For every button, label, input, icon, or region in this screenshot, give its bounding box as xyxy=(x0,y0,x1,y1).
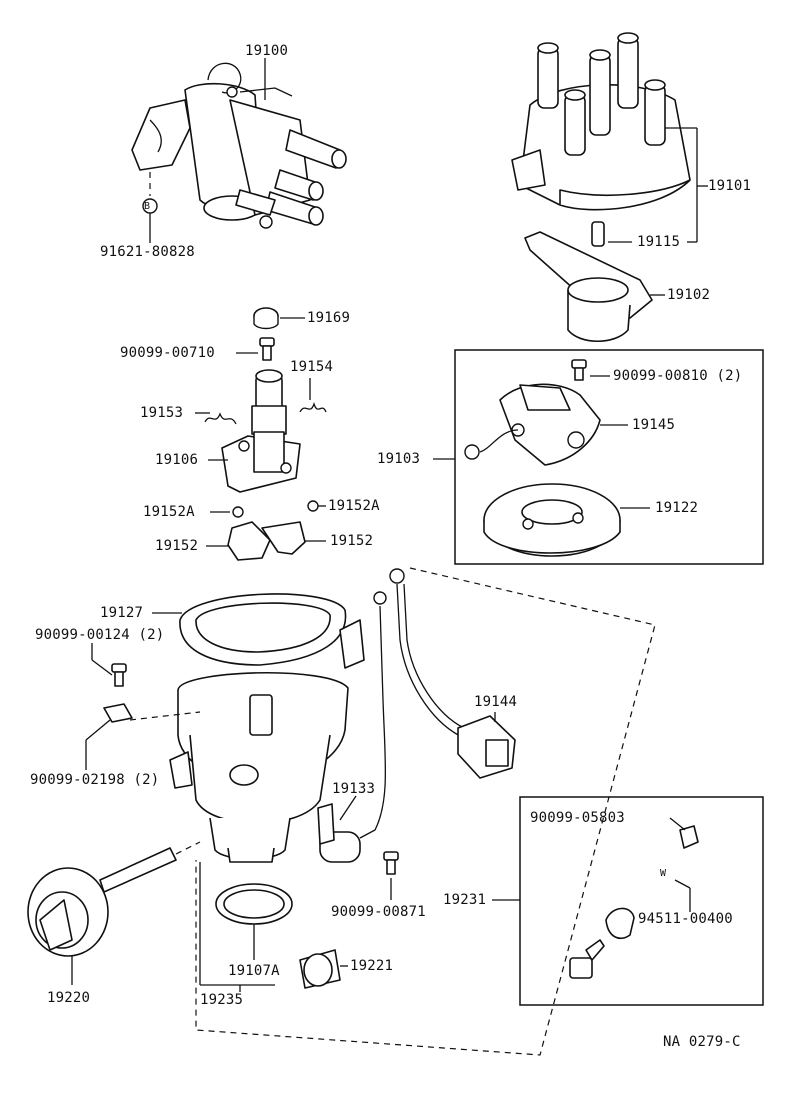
label-19106: 19106 xyxy=(155,452,199,468)
wire-terminal xyxy=(389,568,405,584)
breaker-19145 xyxy=(499,383,601,466)
washer-94511-00400 xyxy=(605,907,635,939)
label-19144: 19144 xyxy=(474,694,518,710)
label-94511-00400: 94511-00400 xyxy=(638,911,733,927)
label-19127: 19127 xyxy=(100,605,144,621)
callout-w: W xyxy=(660,868,667,879)
screw-90099-00710 xyxy=(259,337,275,361)
housing-19127 xyxy=(169,593,365,863)
label-90099-00124: 90099-00124 (2) xyxy=(35,627,165,643)
label-91621-80828: 91621-80828 xyxy=(100,244,195,260)
label-19103: 19103 xyxy=(377,451,421,467)
label-90099-00810: 90099-00810 (2) xyxy=(613,368,743,384)
distributor-cap-19101 xyxy=(511,32,691,211)
label-90099-00710: 90099-00710 xyxy=(120,345,215,361)
label-19153: 19153 xyxy=(140,405,184,421)
nut-90099-02198 xyxy=(103,703,133,723)
spring-19153 xyxy=(204,412,237,425)
spring-19154 xyxy=(299,401,327,413)
label-90099-00871: 90099-00871 xyxy=(331,904,426,920)
screw-90099-00124 xyxy=(111,663,127,687)
breaker-plate-19122 xyxy=(483,483,621,557)
screw-90099-00810 xyxy=(571,359,587,381)
label-19235: 19235 xyxy=(200,992,244,1008)
label-19220: 19220 xyxy=(47,990,91,1006)
weight-19152-right xyxy=(261,521,306,555)
callout-b: B xyxy=(144,201,151,212)
ground-bolt xyxy=(569,939,605,979)
distributor-assembly-19100 xyxy=(131,62,347,229)
label-19152-left: 19152 xyxy=(155,538,199,554)
drawing-code: NA 0279-C xyxy=(663,1034,741,1050)
label-19100: 19100 xyxy=(245,43,289,59)
label-19122: 19122 xyxy=(655,500,699,516)
label-90099-05803: 90099-05803 xyxy=(530,810,625,826)
vacuum-advancer-19220 xyxy=(27,847,177,957)
governor-shaft-19106 xyxy=(221,369,301,493)
rotor-19102 xyxy=(524,231,653,342)
label-19152-right: 19152 xyxy=(330,533,374,549)
label-19152A-right: 19152A xyxy=(328,498,380,514)
clip-19152A-right xyxy=(307,500,319,512)
label-19145: 19145 xyxy=(632,417,676,433)
group-box-19103 xyxy=(454,349,764,565)
bushing-19221 xyxy=(299,949,341,989)
label-19169: 19169 xyxy=(307,310,351,326)
label-19101: 19101 xyxy=(708,178,752,194)
nut-90099-05803 xyxy=(679,825,699,849)
clip-19152A-left xyxy=(232,506,244,518)
condenser-19133 xyxy=(317,803,361,863)
label-90099-02198: 90099-02198 (2) xyxy=(30,772,160,788)
label-19102: 19102 xyxy=(667,287,711,303)
weight-19152-left xyxy=(227,521,271,561)
label-19133: 19133 xyxy=(332,781,376,797)
label-19115: 19115 xyxy=(637,234,681,250)
label-19221: 19221 xyxy=(350,958,394,974)
label-19231: 19231 xyxy=(443,892,487,908)
label-19152A-left: 19152A xyxy=(143,504,195,520)
group-box-19231 xyxy=(519,796,764,1006)
label-19154: 19154 xyxy=(290,359,334,375)
connector-19144 xyxy=(457,715,516,779)
screw-90099-00871 xyxy=(383,851,399,875)
label-19107A: 19107A xyxy=(228,963,280,979)
spring-19115 xyxy=(591,221,605,247)
